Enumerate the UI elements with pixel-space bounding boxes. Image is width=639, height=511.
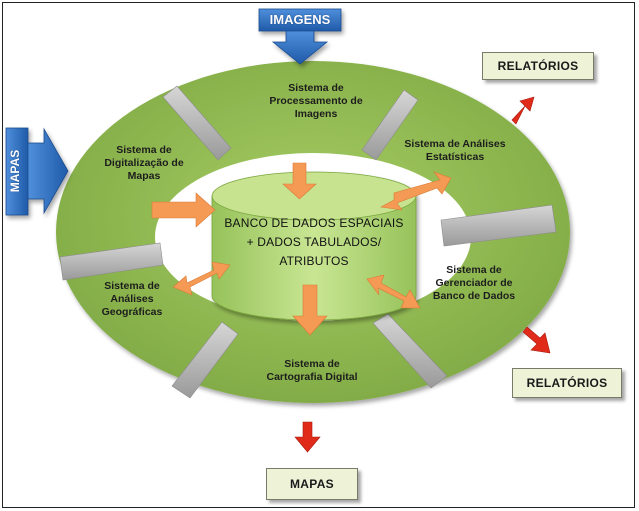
divider-bar-left — [59, 242, 164, 281]
module-gerenciador-banco: Sistema de Gerenciador de Banco de Dados — [432, 264, 516, 302]
arrow-db-to-cartografia — [292, 284, 328, 336]
imagens-input-arrow — [258, 8, 342, 65]
output-mapas-bottom: MAPAS — [266, 468, 358, 500]
divider-bar-right — [440, 204, 557, 247]
arrow-db-geograficas-double — [172, 261, 231, 296]
output-relatorios-top: RELATÓRIOS — [482, 52, 594, 80]
imagens-input-label: IMAGENS — [269, 12, 331, 27]
module-analises-geograficas: Sistema de Análises Geográficas — [101, 280, 163, 318]
output-arrow-relatorios-top — [511, 96, 535, 125]
module-analises-estatisticas: Sistema de Análises Estatísticas — [404, 138, 506, 163]
divider-bar-bottom-left — [171, 321, 239, 399]
output-arrows — [294, 96, 551, 453]
input-arrows — [5, 8, 342, 216]
mapas-input-label: MAPAS — [8, 149, 22, 193]
divider-bar-top-left — [162, 85, 232, 161]
divider-bar-bottom-right — [372, 313, 448, 389]
arrow-db-gerenciador-double — [366, 274, 421, 309]
arrow-processamento-to-db — [282, 162, 317, 200]
module-processamento-imagens: Sistema de Processamento de Imagens — [269, 82, 363, 120]
module-cartografia-digital: Sistema de Cartografia Digital — [266, 358, 358, 383]
mapas-input-arrow — [5, 127, 69, 216]
flow-arrows — [151, 162, 452, 336]
output-relatorios-bottom: RELATÓRIOS — [512, 368, 622, 398]
module-digitalizacao-mapas: Sistema de Digitalização de Mapas — [104, 144, 184, 182]
arrow-db-estatisticas-double — [380, 171, 452, 211]
database-label: BANCO DE DADOS ESPACIAIS + DADOS TABULAD… — [224, 216, 404, 268]
arrow-digitalizacao-to-db — [151, 192, 216, 228]
divider-bars — [59, 85, 557, 399]
output-arrow-mapas-bottom — [294, 421, 321, 453]
database-cylinder — [211, 171, 417, 321]
divider-bar-top-right — [361, 89, 419, 161]
output-arrow-relatorios-bottom — [522, 326, 551, 354]
